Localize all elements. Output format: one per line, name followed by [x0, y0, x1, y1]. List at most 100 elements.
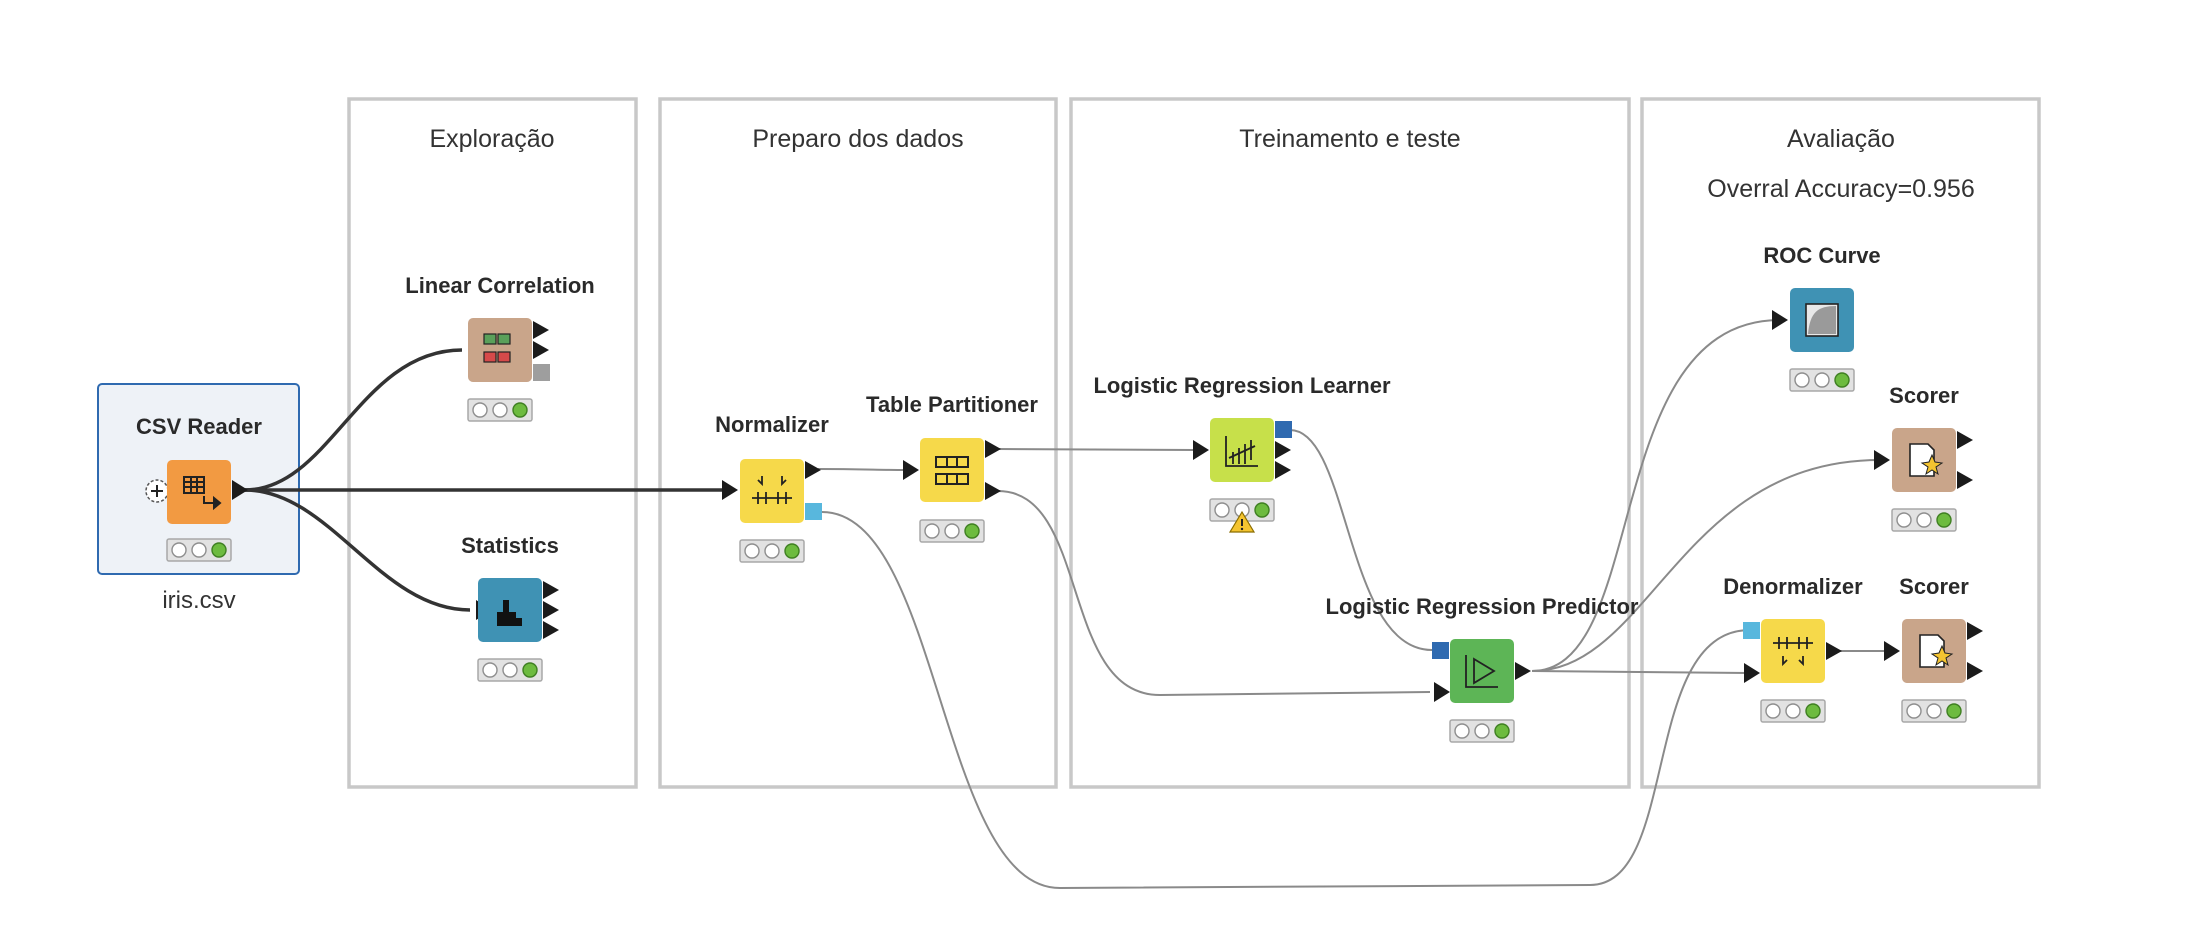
node-statistics[interactable]: Statistics: [461, 533, 559, 682]
node-status-lights: [1891, 508, 1957, 532]
node-csv-reader[interactable]: CSV Reader iris.csv: [136, 414, 262, 614]
predictor-icon: [1465, 655, 1498, 688]
node-label: Statistics: [461, 533, 559, 558]
input-port[interactable]: [722, 480, 738, 500]
output-port[interactable]: [805, 461, 821, 479]
output-port[interactable]: [1275, 441, 1291, 459]
connections: [244, 310, 1900, 890]
node-icon-box[interactable]: [1761, 619, 1825, 683]
connection-predictor-to-denormalizer[interactable]: [1531, 670, 1749, 674]
node-normalizer[interactable]: Normalizer: [715, 412, 829, 563]
node-icon-box[interactable]: [920, 438, 984, 502]
node-status-lights: [166, 538, 232, 562]
output-port[interactable]: [1826, 642, 1842, 660]
connection-predictor-to-scorer-1[interactable]: [1531, 459, 1881, 672]
accuracy-text: Overral Accuracy=0.956: [1707, 175, 1975, 203]
annotation-title: Avaliação: [1787, 125, 1895, 153]
node-status-lights: [1449, 719, 1515, 743]
connection-csv-to-statistics[interactable]: [244, 488, 471, 612]
output-port[interactable]: [1957, 471, 1973, 489]
node-label: Scorer: [1899, 574, 1969, 599]
input-port[interactable]: [1193, 440, 1209, 460]
output-port[interactable]: [533, 321, 549, 339]
warning-icon[interactable]: [1228, 510, 1256, 533]
output-port[interactable]: [232, 480, 248, 500]
output-port[interactable]: [1957, 431, 1973, 449]
node-status-lights: [1901, 699, 1967, 723]
node-icon-box[interactable]: [478, 578, 542, 642]
node-denormalizer[interactable]: Denormalizer: [1723, 574, 1863, 723]
output-port[interactable]: [533, 341, 549, 359]
annotation-preparo[interactable]: Preparo dos dados: [658, 97, 1058, 789]
annotation-avaliacao[interactable]: Avaliação Overral Accuracy=0.956: [1640, 97, 2041, 789]
scorer-icon: [1909, 443, 1944, 477]
denormalizer-icon: [1773, 637, 1813, 667]
output-port[interactable]: [1275, 461, 1291, 479]
input-port[interactable]: [1874, 450, 1890, 470]
normalizer-icon: [752, 476, 792, 504]
model-input-port[interactable]: [1743, 622, 1760, 639]
learner-icon: [1225, 436, 1258, 467]
node-linear-correlation[interactable]: Linear Correlation: [405, 273, 595, 422]
input-port[interactable]: [903, 460, 919, 480]
annotation-title: Preparo dos dados: [752, 125, 963, 153]
model-output-port[interactable]: [1275, 421, 1292, 438]
node-icon-box[interactable]: [1450, 639, 1514, 703]
node-status-lights: [467, 398, 533, 422]
node-logistic-regression-predictor[interactable]: Logistic Regression Predictor: [1326, 594, 1639, 743]
annotation-title: Exploração: [429, 125, 554, 153]
connection-partitioner-to-learner[interactable]: [997, 448, 1196, 451]
connection-normalizer-model-to-denormalizer[interactable]: [821, 511, 1751, 890]
node-label: Linear Correlation: [405, 273, 594, 298]
node-status-lights: [739, 539, 805, 563]
partitioner-icon: [935, 456, 969, 485]
model-output-port[interactable]: [805, 503, 822, 520]
output-port[interactable]: [543, 581, 559, 599]
node-label: Logistic Regression Learner: [1093, 373, 1391, 398]
node-label: Table Partitioner: [866, 392, 1038, 417]
node-icon-box[interactable]: [1210, 418, 1274, 482]
output-port[interactable]: [543, 601, 559, 619]
node-icon-box[interactable]: [468, 318, 532, 382]
node-label: ROC Curve: [1763, 243, 1880, 268]
input-port[interactable]: [1772, 310, 1788, 330]
node-label: Denormalizer: [1723, 574, 1863, 599]
annotation-treinamento[interactable]: Treinamento e teste: [1069, 97, 1631, 789]
output-port[interactable]: [1967, 622, 1983, 640]
connection-normalizer-to-partitioner[interactable]: [817, 468, 906, 471]
table-reader-icon: [183, 476, 222, 511]
node-status-lights: [477, 658, 543, 682]
output-port[interactable]: [533, 364, 550, 381]
output-port[interactable]: [543, 621, 559, 639]
node-roc-curve[interactable]: ROC Curve: [1763, 243, 1881, 392]
node-table-partitioner[interactable]: Table Partitioner: [866, 392, 1038, 543]
node-status-lights: [1209, 498, 1275, 522]
connection-csv-to-correlation[interactable]: [244, 348, 463, 492]
node-status-lights: [1760, 699, 1826, 723]
model-input-port[interactable]: [1432, 642, 1449, 659]
annotation-exploracao[interactable]: Exploração: [347, 97, 638, 789]
node-label: Logistic Regression Predictor: [1326, 594, 1639, 619]
node-logistic-regression-learner[interactable]: Logistic Regression Learner: [1093, 373, 1391, 533]
connection-predictor-to-roc[interactable]: [1531, 319, 1781, 672]
node-icon-box[interactable]: [740, 459, 804, 523]
correlation-matrix-icon: [483, 333, 511, 363]
output-port[interactable]: [1515, 662, 1531, 680]
output-port[interactable]: [985, 482, 1001, 500]
statistics-icon: [497, 600, 522, 626]
node-status-lights: [919, 519, 985, 543]
connection-partitioner-to-predictor[interactable]: [997, 490, 1431, 697]
output-port[interactable]: [1967, 662, 1983, 680]
annotation-title: Treinamento e teste: [1239, 125, 1460, 153]
connection-learner-to-predictor[interactable]: [1289, 429, 1433, 651]
input-port[interactable]: [1884, 641, 1900, 661]
node-scorer-2[interactable]: Scorer: [1899, 574, 1983, 723]
output-port[interactable]: [985, 440, 1001, 458]
input-port[interactable]: [1744, 663, 1760, 683]
scorer-icon: [1919, 634, 1954, 668]
node-label: CSV Reader: [136, 414, 262, 439]
input-port[interactable]: [1434, 682, 1450, 702]
node-status-lights: [1789, 368, 1855, 392]
node-scorer-1[interactable]: Scorer: [1889, 383, 1973, 532]
